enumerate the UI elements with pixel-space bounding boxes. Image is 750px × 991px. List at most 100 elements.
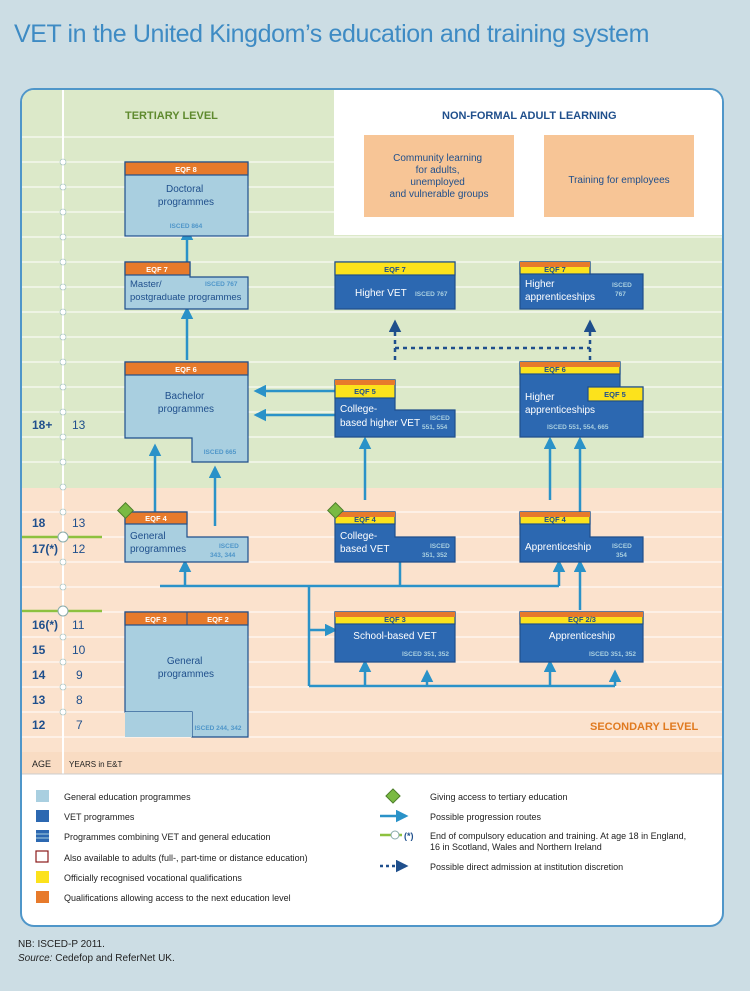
general-programmes-4-box: EQF 4 General programmes ISCED 343, 344 xyxy=(124,511,249,563)
legend-tertiary-access: Giving access to tertiary education xyxy=(430,792,568,802)
tertiary-level-label: TERTIARY LEVEL xyxy=(125,110,218,122)
community-line-1: Community learning xyxy=(393,153,482,164)
svg-text:ISCED 767: ISCED 767 xyxy=(612,282,634,298)
legend-swatch-general xyxy=(36,790,49,802)
footnote-nb: NB: ISCED-P 2011. xyxy=(18,939,105,950)
bachelor-name-2: programmes xyxy=(158,404,214,415)
master-name-2: postgraduate programmes xyxy=(130,292,242,303)
general4-name-2: programmes xyxy=(130,544,186,555)
higher-vet-name: Higher VET xyxy=(355,288,407,299)
general-low-name-2: programmes xyxy=(158,669,214,680)
college-higher-isced-2: 551, 554 xyxy=(422,424,448,431)
college-vet-isced-2: 351, 352 xyxy=(422,552,448,559)
general-low-eqf2: EQF 2 xyxy=(207,615,229,624)
doctoral-eqf: EQF 8 xyxy=(175,165,197,174)
axis-label-background xyxy=(22,752,722,774)
higher-vet-eqf: EQF 7 xyxy=(384,265,406,274)
age-18: 18 xyxy=(32,516,46,530)
diagram-frame: TERTIARY LEVEL NON-FORMAL ADULT LEARNING… xyxy=(20,88,724,927)
legend-swatch-adults xyxy=(35,850,49,863)
legend-next-level: Qualifications allowing access to the ne… xyxy=(64,893,291,903)
school-vet-box: EQF 3 School-based VET ISCED 351, 352 xyxy=(334,611,456,663)
bachelor-programmes-box: EQF 6 Bachelor programmes ISCED 665 xyxy=(124,361,249,463)
svg-text:Higher apprenticeships: Higher apprenticeships xyxy=(525,279,595,303)
community-line-3: unemployed xyxy=(410,177,464,188)
svg-text:General programmes: General programmes xyxy=(130,531,186,555)
age-14: 14 xyxy=(32,668,46,682)
higher-app7-name-1: Higher xyxy=(525,279,555,290)
legend-vocational: Officially recognised vocational qualifi… xyxy=(64,873,242,883)
legend-compulsory-1: End of compulsory education and training… xyxy=(430,831,686,841)
doctoral-isced: ISCED 864 xyxy=(170,223,203,230)
higher-app7-isced-1: ISCED xyxy=(612,282,632,289)
general-low-name-1: General xyxy=(167,656,203,667)
svg-text:Higher apprenticeships: Higher apprenticeships xyxy=(525,392,595,416)
footnote-source: Source: Cedefop and ReferNet UK. xyxy=(18,953,175,964)
college-vet-box: EQF 4 College- based VET ISCED 351, 352 xyxy=(334,511,456,563)
higher-app6-name-1: Higher xyxy=(525,392,555,403)
legend-vet: VET programmes xyxy=(64,812,135,822)
general-programmes-lower-box: EQF 3 EQF 2 General programmes ISCED 244… xyxy=(124,611,249,738)
higher-app6-eqf: EQF 6 xyxy=(544,365,566,374)
nonformal-level-label: NON-FORMAL ADULT LEARNING xyxy=(442,110,617,122)
progression-arrows xyxy=(148,227,622,688)
years-15: 10 xyxy=(72,643,86,657)
apprenticeship4-isced-1: ISCED xyxy=(612,543,632,550)
footnote-source-text: Cedefop and ReferNet UK. xyxy=(52,953,175,964)
general4-name-1: General xyxy=(130,531,166,542)
master-name-1: Master/ xyxy=(130,279,162,290)
years-axis-label: YEARS in E&T xyxy=(69,760,122,769)
direct-admission-routes xyxy=(388,319,597,360)
axis-dots xyxy=(59,158,67,716)
higher-app7-name-2: apprenticeships xyxy=(525,292,595,303)
years-12: 7 xyxy=(76,718,83,732)
higher-app7-eqf: EQF 7 xyxy=(544,265,566,274)
age-18plus: 18+ xyxy=(32,418,52,432)
legend-diamond-icon xyxy=(385,788,401,804)
master-isced: ISCED 767 xyxy=(205,281,238,288)
legend-compulsory-icon xyxy=(380,830,402,840)
legend-right: Giving access to tertiary education Poss… xyxy=(380,788,686,873)
footnote-source-label: Source: xyxy=(18,953,53,964)
legend-adults: Also available to adults (full-, part-ti… xyxy=(64,853,308,863)
years-16: 11 xyxy=(72,618,85,632)
apprenticeship23-name: Apprenticeship xyxy=(549,631,616,642)
apprenticeship4-eqf: EQF 4 xyxy=(544,515,567,524)
master-eqf: EQF 7 xyxy=(146,265,168,274)
legend-progression: Possible progression routes xyxy=(430,812,542,822)
svg-text:Doctoral programmes: Doctoral programmes xyxy=(158,184,214,208)
doctoral-name-2: programmes xyxy=(158,197,214,208)
svg-text:Bachelor programmes: Bachelor programmes xyxy=(158,391,214,415)
age-13: 13 xyxy=(32,693,46,707)
legend-compulsory-2: 16 in Scotland, Wales and Northern Irela… xyxy=(430,842,602,852)
higher-apprenticeships-6-box: EQF 6 EQF 5 Higher apprenticeships ISCED… xyxy=(519,361,644,438)
school-vet-name: School-based VET xyxy=(353,631,436,642)
legend-swatch-next-level xyxy=(36,891,49,903)
secondary-level-label: SECONDARY LEVEL xyxy=(590,721,698,733)
legend-combined: Programmes combining VET and general edu… xyxy=(64,832,270,842)
tertiary-access-diamond-college xyxy=(327,502,344,519)
svg-text:College- based VET: College- based VET xyxy=(340,531,389,555)
higher-app6-eqf2: EQF 5 xyxy=(604,390,626,399)
higher-vet-isced: ISCED 767 xyxy=(415,291,448,298)
page-title: VET in the United Kingdom’s education an… xyxy=(14,20,649,48)
community-line-4: and vulnerable groups xyxy=(390,189,489,200)
age-17: 17(*) xyxy=(32,542,58,556)
svg-text:ISCED 551, 554: ISCED 551, 554 xyxy=(422,415,452,431)
years-13: 8 xyxy=(76,693,83,707)
apprenticeship-4-box: EQF 4 Apprenticeship ISCED 354 xyxy=(519,511,644,563)
general-low-eqf: EQF 3 xyxy=(145,615,167,624)
apprenticeship4-name: Apprenticeship xyxy=(525,542,592,553)
college-higher-isced-1: ISCED xyxy=(430,415,450,422)
college-vet-eqf: EQF 4 xyxy=(354,515,377,524)
age-12: 12 xyxy=(32,718,46,732)
college-higher-vet-box: EQF 5 College- based higher VET ISCED 55… xyxy=(334,379,456,438)
years-14: 9 xyxy=(76,668,83,682)
general4-isced-2: 343, 344 xyxy=(210,552,236,559)
age-axis-label: AGE xyxy=(32,759,51,769)
svg-text:ISCED 343, 344: ISCED 343, 344 xyxy=(210,543,241,559)
master-programmes-box: EQF 7 Master/ postgraduate programmes IS… xyxy=(124,261,249,310)
svg-text:Master/ postgraduate pro: Master/ postgraduate programmes xyxy=(130,279,242,303)
age-15: 15 xyxy=(32,643,46,657)
college-higher-eqf: EQF 5 xyxy=(354,387,376,396)
